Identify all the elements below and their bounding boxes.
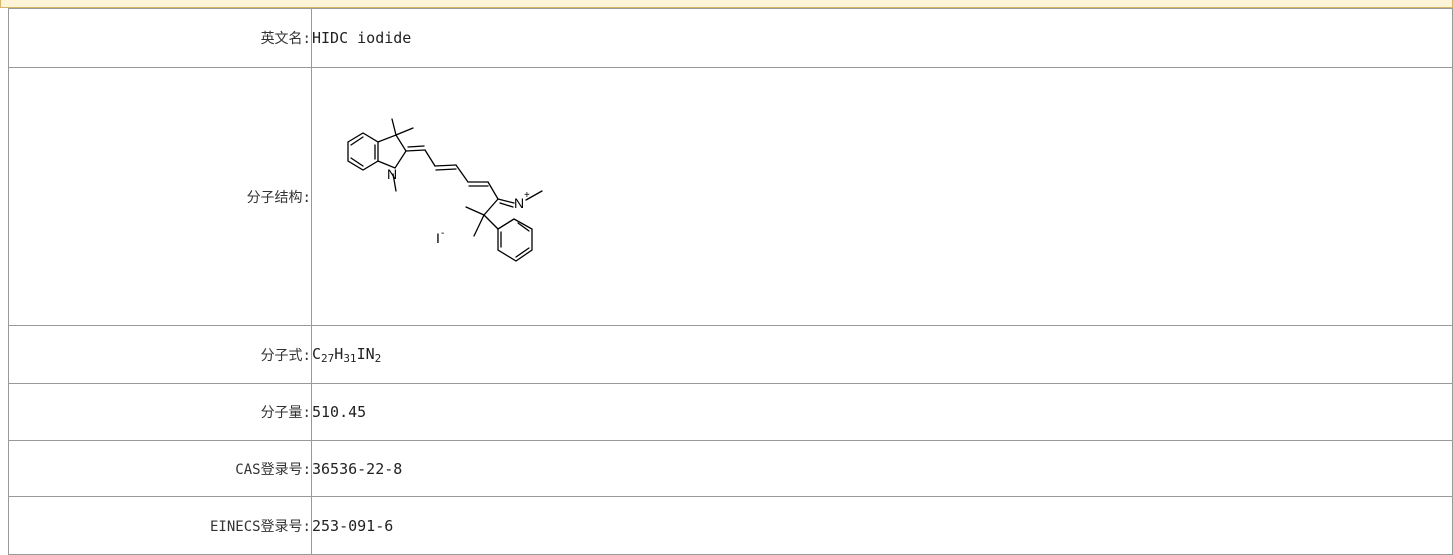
label-formula: 分子式: — [8, 325, 312, 384]
value-einecs: 253-091-6 — [311, 496, 1453, 555]
value-formula: C27H31IN2 — [311, 325, 1453, 384]
value-mol-weight: 510.45 — [311, 383, 1453, 441]
charge-minus: - — [441, 228, 444, 239]
counter-ion: I — [436, 230, 440, 246]
formula-n-sub: 2 — [374, 351, 382, 365]
formula-c-sub: 27 — [321, 351, 335, 365]
molecule-structure-image: N N + I - — [347, 118, 543, 262]
formula-c: C — [312, 344, 322, 363]
atom-n-right: N — [514, 195, 524, 211]
value-cas: 36536-22-8 — [311, 440, 1453, 497]
label-english-name: 英文名: — [8, 8, 312, 68]
formula-h-sub: 31 — [343, 351, 357, 365]
label-mol-weight: 分子量: — [8, 383, 312, 441]
label-cas: CAS登录号: — [8, 440, 312, 497]
row-mol-weight: 分子量: 510.45 — [8, 383, 1453, 441]
row-cas: CAS登录号: 36536-22-8 — [8, 440, 1453, 497]
row-english-name: 英文名: HIDC iodide — [8, 8, 1453, 68]
row-einecs: EINECS登录号: 253-091-6 — [8, 496, 1453, 555]
charge-plus: + — [524, 190, 530, 201]
atom-n-left: N — [387, 166, 397, 182]
properties-table: 英文名: HIDC iodide 分子结构: — [8, 8, 1453, 555]
row-structure: 分子结构: — [8, 67, 1453, 326]
value-english-name: HIDC iodide — [311, 8, 1453, 68]
label-structure: 分子结构: — [8, 67, 312, 326]
value-structure: N N + I - — [311, 67, 1453, 326]
formula-h: H — [334, 344, 344, 363]
row-formula: 分子式: C27H31IN2 — [8, 325, 1453, 384]
label-einecs: EINECS登录号: — [8, 496, 312, 555]
formula-in: IN — [356, 344, 375, 363]
header-strip — [0, 0, 1453, 8]
